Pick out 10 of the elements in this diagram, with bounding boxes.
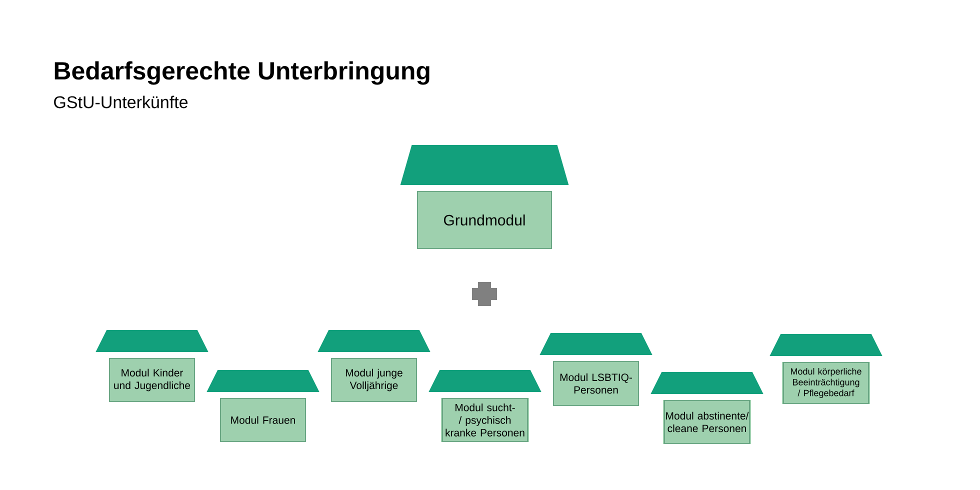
house: Grundmodul bbox=[398, 143, 571, 251]
title: Bedarfsgerechte Unterbringung bbox=[54, 61, 430, 85]
subtitle: GStU-Unterkünfte bbox=[54, 96, 188, 108]
house: Modul sucht-/ psychisch kranke Personen bbox=[426, 368, 544, 444]
house: Modul Kinder und Jugendliche bbox=[93, 328, 211, 404]
house: Modul Frauen bbox=[204, 368, 322, 444]
house: Modul körperliche Beeinträchtigung / Pflegebedarf bbox=[767, 332, 885, 406]
house: Modul LSBTIQ- Personen bbox=[537, 331, 655, 408]
house: Modul abstinente/ cleane Personen bbox=[648, 370, 766, 446]
house: Modul junge Volljährige bbox=[315, 328, 433, 404]
